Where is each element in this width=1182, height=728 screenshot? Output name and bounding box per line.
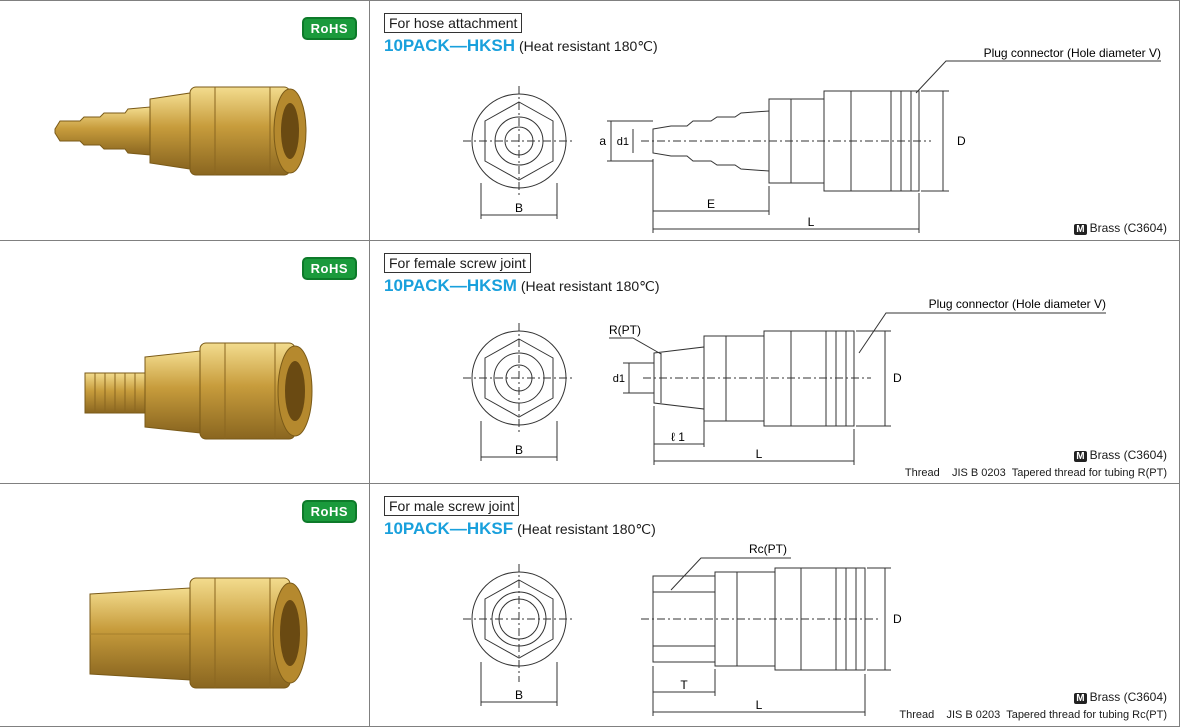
dim-a: a [599, 134, 606, 148]
model-title: 10PACK—HKSF(Heat resistant 180℃) [384, 519, 656, 539]
dim-l: L [756, 447, 763, 461]
thread-callout: R(PT) [609, 323, 641, 337]
coupler-photo-male [89, 577, 308, 689]
model-number: 10PACK—HKSF [384, 519, 514, 538]
rohs-badge: RoHS [301, 500, 357, 523]
material-text: Brass (C3604) [1089, 448, 1167, 462]
usage-label: For female screw joint [384, 253, 531, 273]
coupler-photo-female [84, 342, 313, 440]
technical-drawing: B ℓ 1 L d1 D R(PT) Plug connector (Hole … [463, 297, 1106, 465]
dim-b: B [515, 443, 523, 457]
drawing-cell: For male screw joint 10PACK—HKSF(Heat re… [371, 484, 1180, 726]
product-row-hksf: RoHS For male screw joint 10PACK—HKSF(He… [0, 483, 1180, 727]
dim-l: L [756, 698, 763, 712]
dim-b: B [515, 201, 523, 215]
dim-l1: ℓ 1 [671, 430, 685, 444]
dim-t: T [680, 678, 688, 692]
product-row-hksm: RoHS For female screw joint 10PACK—HKSM [0, 240, 1180, 483]
material-badge: M [1074, 451, 1087, 462]
coupler-photo-hose [54, 86, 307, 176]
dim-l: L [808, 215, 815, 229]
material-text: Brass (C3604) [1089, 690, 1167, 704]
photo-cell: RoHS [0, 484, 370, 726]
heat-resistance: (Heat resistant 180℃) [520, 278, 660, 294]
plug-callout: Plug connector (Hole diameter V) [984, 46, 1161, 60]
dim-d1: d1 [617, 136, 629, 148]
material-badge: M [1074, 693, 1087, 704]
dim-e: E [707, 197, 715, 211]
heat-resistance: (Heat resistant 180℃) [519, 38, 658, 54]
model-number: 10PACK—HKSH [384, 36, 515, 55]
product-row-hksh: RoHS For hose attachment 10PACK—HKSH(Hea… [0, 0, 1180, 240]
thread-spec: Thread JIS B 0203 Tapered thread for tub… [904, 467, 1167, 479]
photo-cell: RoHS [0, 241, 370, 483]
technical-drawing: B T L D Rc(PT) [463, 542, 902, 716]
drawing-cell: For female screw joint 10PACK—HKSM(Heat … [371, 241, 1180, 483]
model-title: 10PACK—HKSM(Heat resistant 180℃) [384, 276, 660, 296]
technical-drawing: B E L a d1 D Plug connector (Hole diamet… [463, 46, 1161, 233]
thread-spec: Thread JIS B 0203 Tapered thread for tub… [899, 709, 1167, 721]
material-badge: M [1074, 224, 1087, 235]
dim-d: D [893, 371, 902, 385]
rohs-badge: RoHS [301, 257, 357, 280]
dim-d: D [957, 134, 966, 148]
photo-cell: RoHS [0, 1, 370, 240]
material-text: Brass (C3604) [1089, 221, 1167, 235]
plug-callout: Plug connector (Hole diameter V) [929, 297, 1106, 311]
dim-b: B [515, 688, 523, 702]
drawing-cell: For hose attachment 10PACK—HKSH(Heat res… [371, 1, 1180, 240]
model-title: 10PACK—HKSH(Heat resistant 180℃) [384, 36, 658, 56]
dim-d: D [893, 612, 902, 626]
heat-resistance: (Heat resistant 180℃) [517, 521, 656, 537]
thread-callout: Rc(PT) [749, 542, 787, 556]
usage-label: For male screw joint [384, 496, 520, 516]
model-number: 10PACK—HKSM [384, 276, 517, 295]
usage-label: For hose attachment [384, 13, 523, 33]
dim-d1: d1 [613, 373, 625, 385]
rohs-badge: RoHS [301, 17, 357, 40]
